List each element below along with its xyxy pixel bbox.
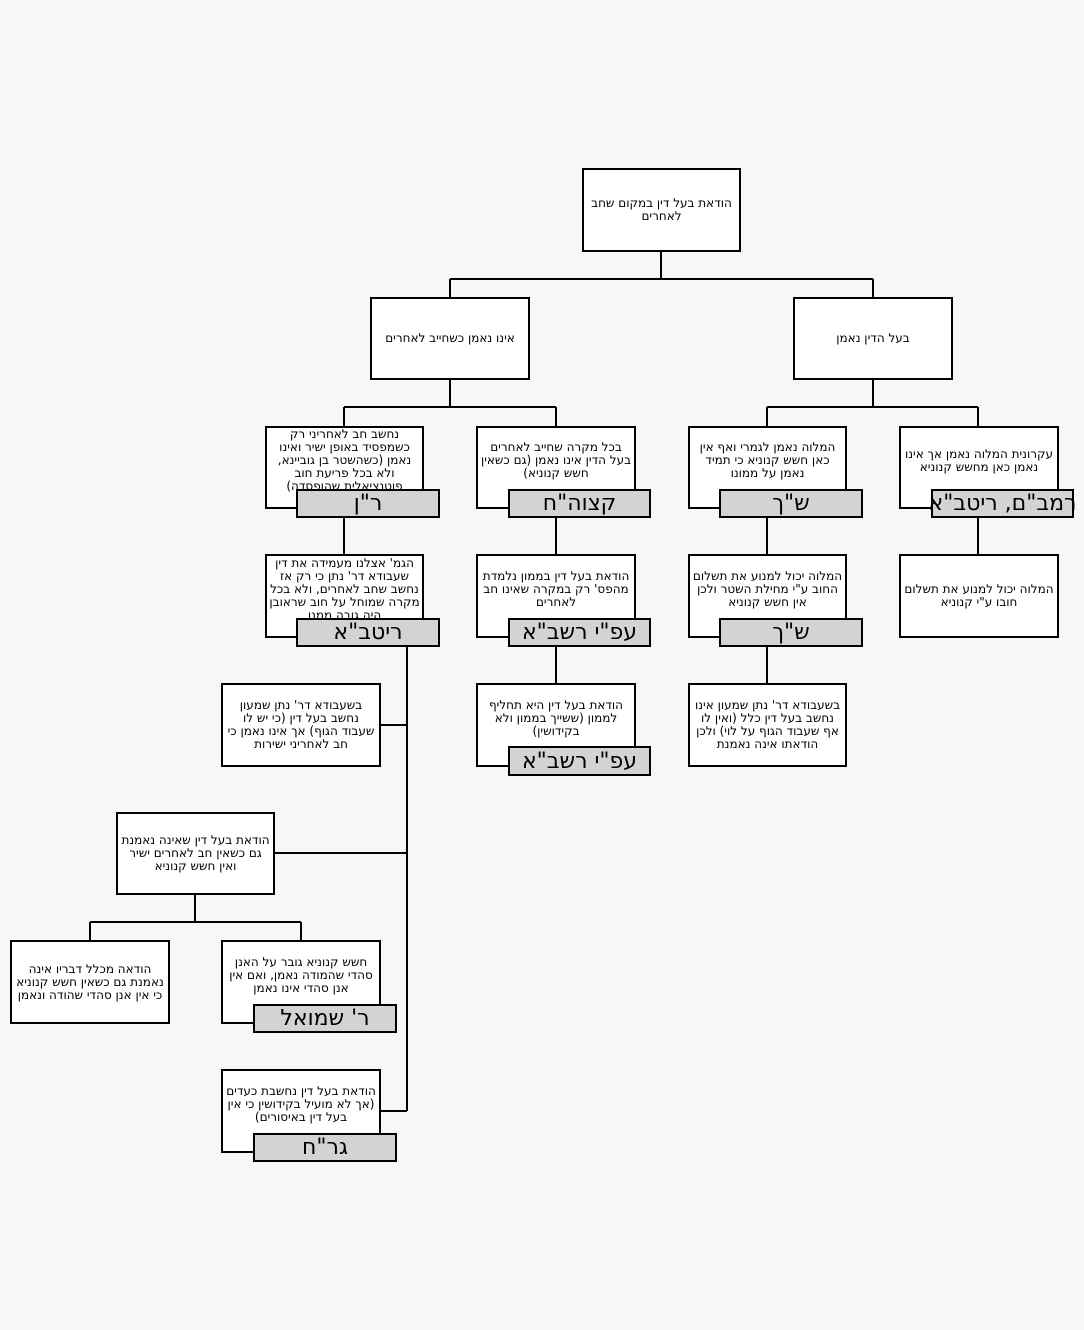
node-shimon-not-party-text: בשעבודא דר' נתן שמעון אינו נחשב בעל דין … — [694, 698, 841, 751]
node-lender-fully-trusted-text: המלוה נאמן לגמרי ואף אין כאן חשש קנוניא … — [699, 440, 836, 480]
source-shach-2-text: ש"ך — [772, 620, 810, 645]
connector-not-trusted-children — [89, 894, 302, 941]
source-ran: ר"ן — [296, 489, 440, 518]
node-as-witnesses-text: הודאת בעל דין נחשבת כעדים (אך לא מועיל ב… — [226, 1083, 376, 1124]
source-shach-1: ש"ך — [719, 489, 863, 518]
node-monetary-admission-text: הודאת בעל דין בממון נלמדת מהפס' רק במקרה… — [482, 568, 630, 609]
node-lender-can-prevent-fear-text: המלוה יכול למנוע את תשלום חובו ע"י קנוני… — [904, 582, 1054, 609]
node-instead-of-money-text: הודאת בעל דין היא תחליף לממון (ששייך בממ… — [488, 697, 624, 738]
source-r-shmuel-text: ר' שמואל — [280, 1006, 370, 1031]
node-root-text: הודאת בעל דין במקום שחב לאחרים — [591, 196, 732, 223]
connector-believed — [766, 379, 979, 427]
node-not-trusted-even-text: הודאת בעל דין שאינה נאמנת גם כשאין חב לא… — [121, 833, 270, 873]
source-rashba-1-text: עפ"י רשב"א — [521, 620, 638, 645]
source-r-shmuel: ר' שמואל — [253, 1004, 397, 1033]
node-believed: בעל הדין נאמן — [793, 297, 953, 380]
node-gemara: הגמ' אצלנו מעמידה את דין שעבודא דר' נתן … — [265, 554, 424, 638]
node-whole-statement: הודאה מכלל דבריו אינה נאמנת גם כשאין חשש… — [10, 940, 170, 1024]
node-fear-overrides-text: חשש קנוניא גובר על האנן סהדי שהמודה נאמן… — [229, 954, 373, 995]
node-not-believed: אינו נאמן כשחייב לאחרים — [370, 297, 530, 380]
node-not-trusted-even: הודאת בעל דין שאינה נאמנת גם כשאין חב לא… — [116, 812, 275, 895]
source-shach-2: ש"ך — [719, 618, 863, 647]
source-grach-text: גר"ח — [302, 1135, 348, 1160]
node-lender-can-prevent-fear: המלוה יכול למנוע את תשלום חובו ע"י קנוני… — [899, 554, 1059, 638]
source-rambam-ritva: רמב"ם, ריטב"א — [928, 489, 1077, 518]
source-ritva-text: ריטב"א — [333, 620, 403, 645]
node-not-believed-text: אינו נאמן כשחייב לאחרים — [385, 331, 515, 345]
connector-not-believed — [343, 379, 557, 427]
source-shach-1-text: ש"ך — [772, 491, 810, 516]
source-ran-text: ר"ן — [353, 491, 383, 516]
node-believed-text: בעל הדין נאמן — [836, 331, 910, 345]
source-rashba-1: עפ"י רשב"א — [508, 618, 651, 647]
connector-root — [449, 251, 874, 298]
node-whole-statement-text: הודאה מכלל דבריו אינה נאמנת גם כשאין חשש… — [16, 961, 164, 1002]
node-considered-owing-text: נחשב חב לאחריני רק כשמפסיד באופן ישיר וא… — [277, 427, 412, 493]
source-ritva: ריטב"א — [296, 618, 440, 647]
node-lender-trusted-but-fear-text: עקרונית המלוה נאמן אך אינו נאמן כאן מחשש… — [904, 446, 1054, 474]
node-every-case-text: בכל מקרה שחייב לאחרים בעל הדין אינו נאמן… — [480, 440, 632, 480]
source-rambam-ritva-text: רמב"ם, ריטב"א — [928, 491, 1077, 516]
source-ketzot: קצוה"ח — [508, 489, 651, 518]
node-shimon-not-party: בשעבודא דר' נתן שמעון אינו נחשב בעל דין … — [688, 683, 847, 767]
node-gemara-text: הגמ' אצלנו מעמידה את דין שעבודא דר' נתן … — [269, 555, 420, 622]
source-grach: גר"ח — [253, 1133, 397, 1162]
node-root: הודאת בעל דין במקום שחב לאחרים — [582, 168, 741, 252]
node-lender-can-prevent-forgive-text: המלוה יכול למנוע את תשלום החוב ע"י מחילת… — [692, 568, 843, 609]
source-rashba-2: עפ"י רשב"א — [508, 746, 651, 776]
source-rashba-2-text: עפ"י רשב"א — [521, 748, 638, 774]
source-ketzot-text: קצוה"ח — [542, 491, 617, 516]
node-shimon-party-text: בשעבודא דר' נתן שמעון נחשב בעל דין (כי י… — [227, 698, 375, 751]
node-shimon-party: בשעבודא דר' נתן שמעון נחשב בעל דין (כי י… — [221, 683, 381, 767]
